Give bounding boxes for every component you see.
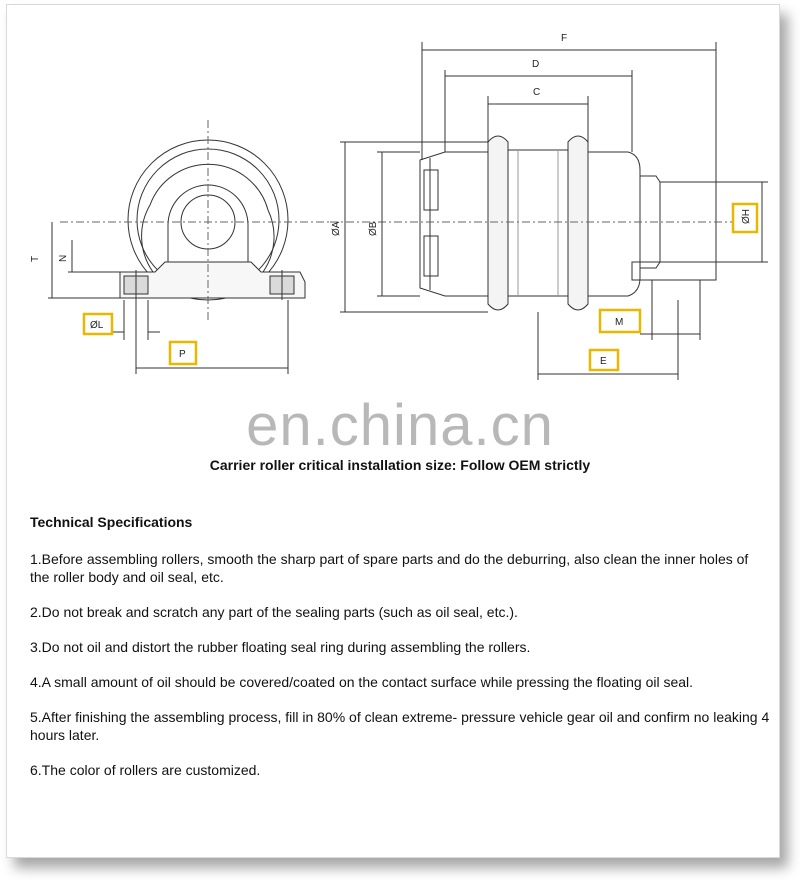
- dim-L-highlight: [82, 312, 114, 336]
- dim-B-label: ØB: [368, 221, 379, 236]
- spec-item: 4.A small amount of oil should be covere…: [30, 674, 694, 690]
- front-view: [48, 120, 330, 374]
- dim-F-label: F: [561, 33, 567, 44]
- side-view: [330, 42, 768, 380]
- dim-N-label: N: [58, 255, 69, 262]
- dim-C-label: C: [533, 87, 540, 98]
- dim-P-highlight: [168, 340, 198, 366]
- dim-M-label: M: [615, 317, 623, 328]
- dim-T-label: T: [30, 256, 41, 262]
- image-frame: [6, 4, 780, 858]
- specs-list: 1.Before assembling rollers, smooth the …: [30, 550, 770, 796]
- dim-A-label: ØA: [331, 221, 342, 236]
- dim-L-label: ØL: [90, 320, 104, 331]
- dim-E-label: E: [600, 356, 607, 367]
- spec-item: 1.Before assembling rollers, smooth the …: [30, 551, 749, 585]
- dim-E-highlight: [588, 348, 620, 372]
- dim-H-highlight: [731, 202, 759, 234]
- specs-title: Technical Specifications: [30, 514, 193, 530]
- dim-D-label: D: [532, 59, 539, 70]
- watermark: en.china.cn: [246, 393, 554, 458]
- dim-M-highlight: [598, 308, 642, 334]
- dim-P-label: P: [179, 349, 186, 360]
- dim-H-label: ØH: [741, 209, 752, 224]
- spec-item: 5.After finishing the assembling process…: [30, 709, 770, 743]
- figure-caption: Carrier roller critical installation siz…: [209, 457, 591, 473]
- spec-item: 3.Do not oil and distort the rubber floa…: [30, 639, 531, 655]
- spec-item: 6.The color of rollers are customized.: [30, 762, 261, 778]
- roller-technical-drawing: T N ØL P ØA ØB F D C ØH M E: [30, 33, 768, 380]
- spec-item: 2.Do not break and scratch any part of t…: [30, 604, 518, 620]
